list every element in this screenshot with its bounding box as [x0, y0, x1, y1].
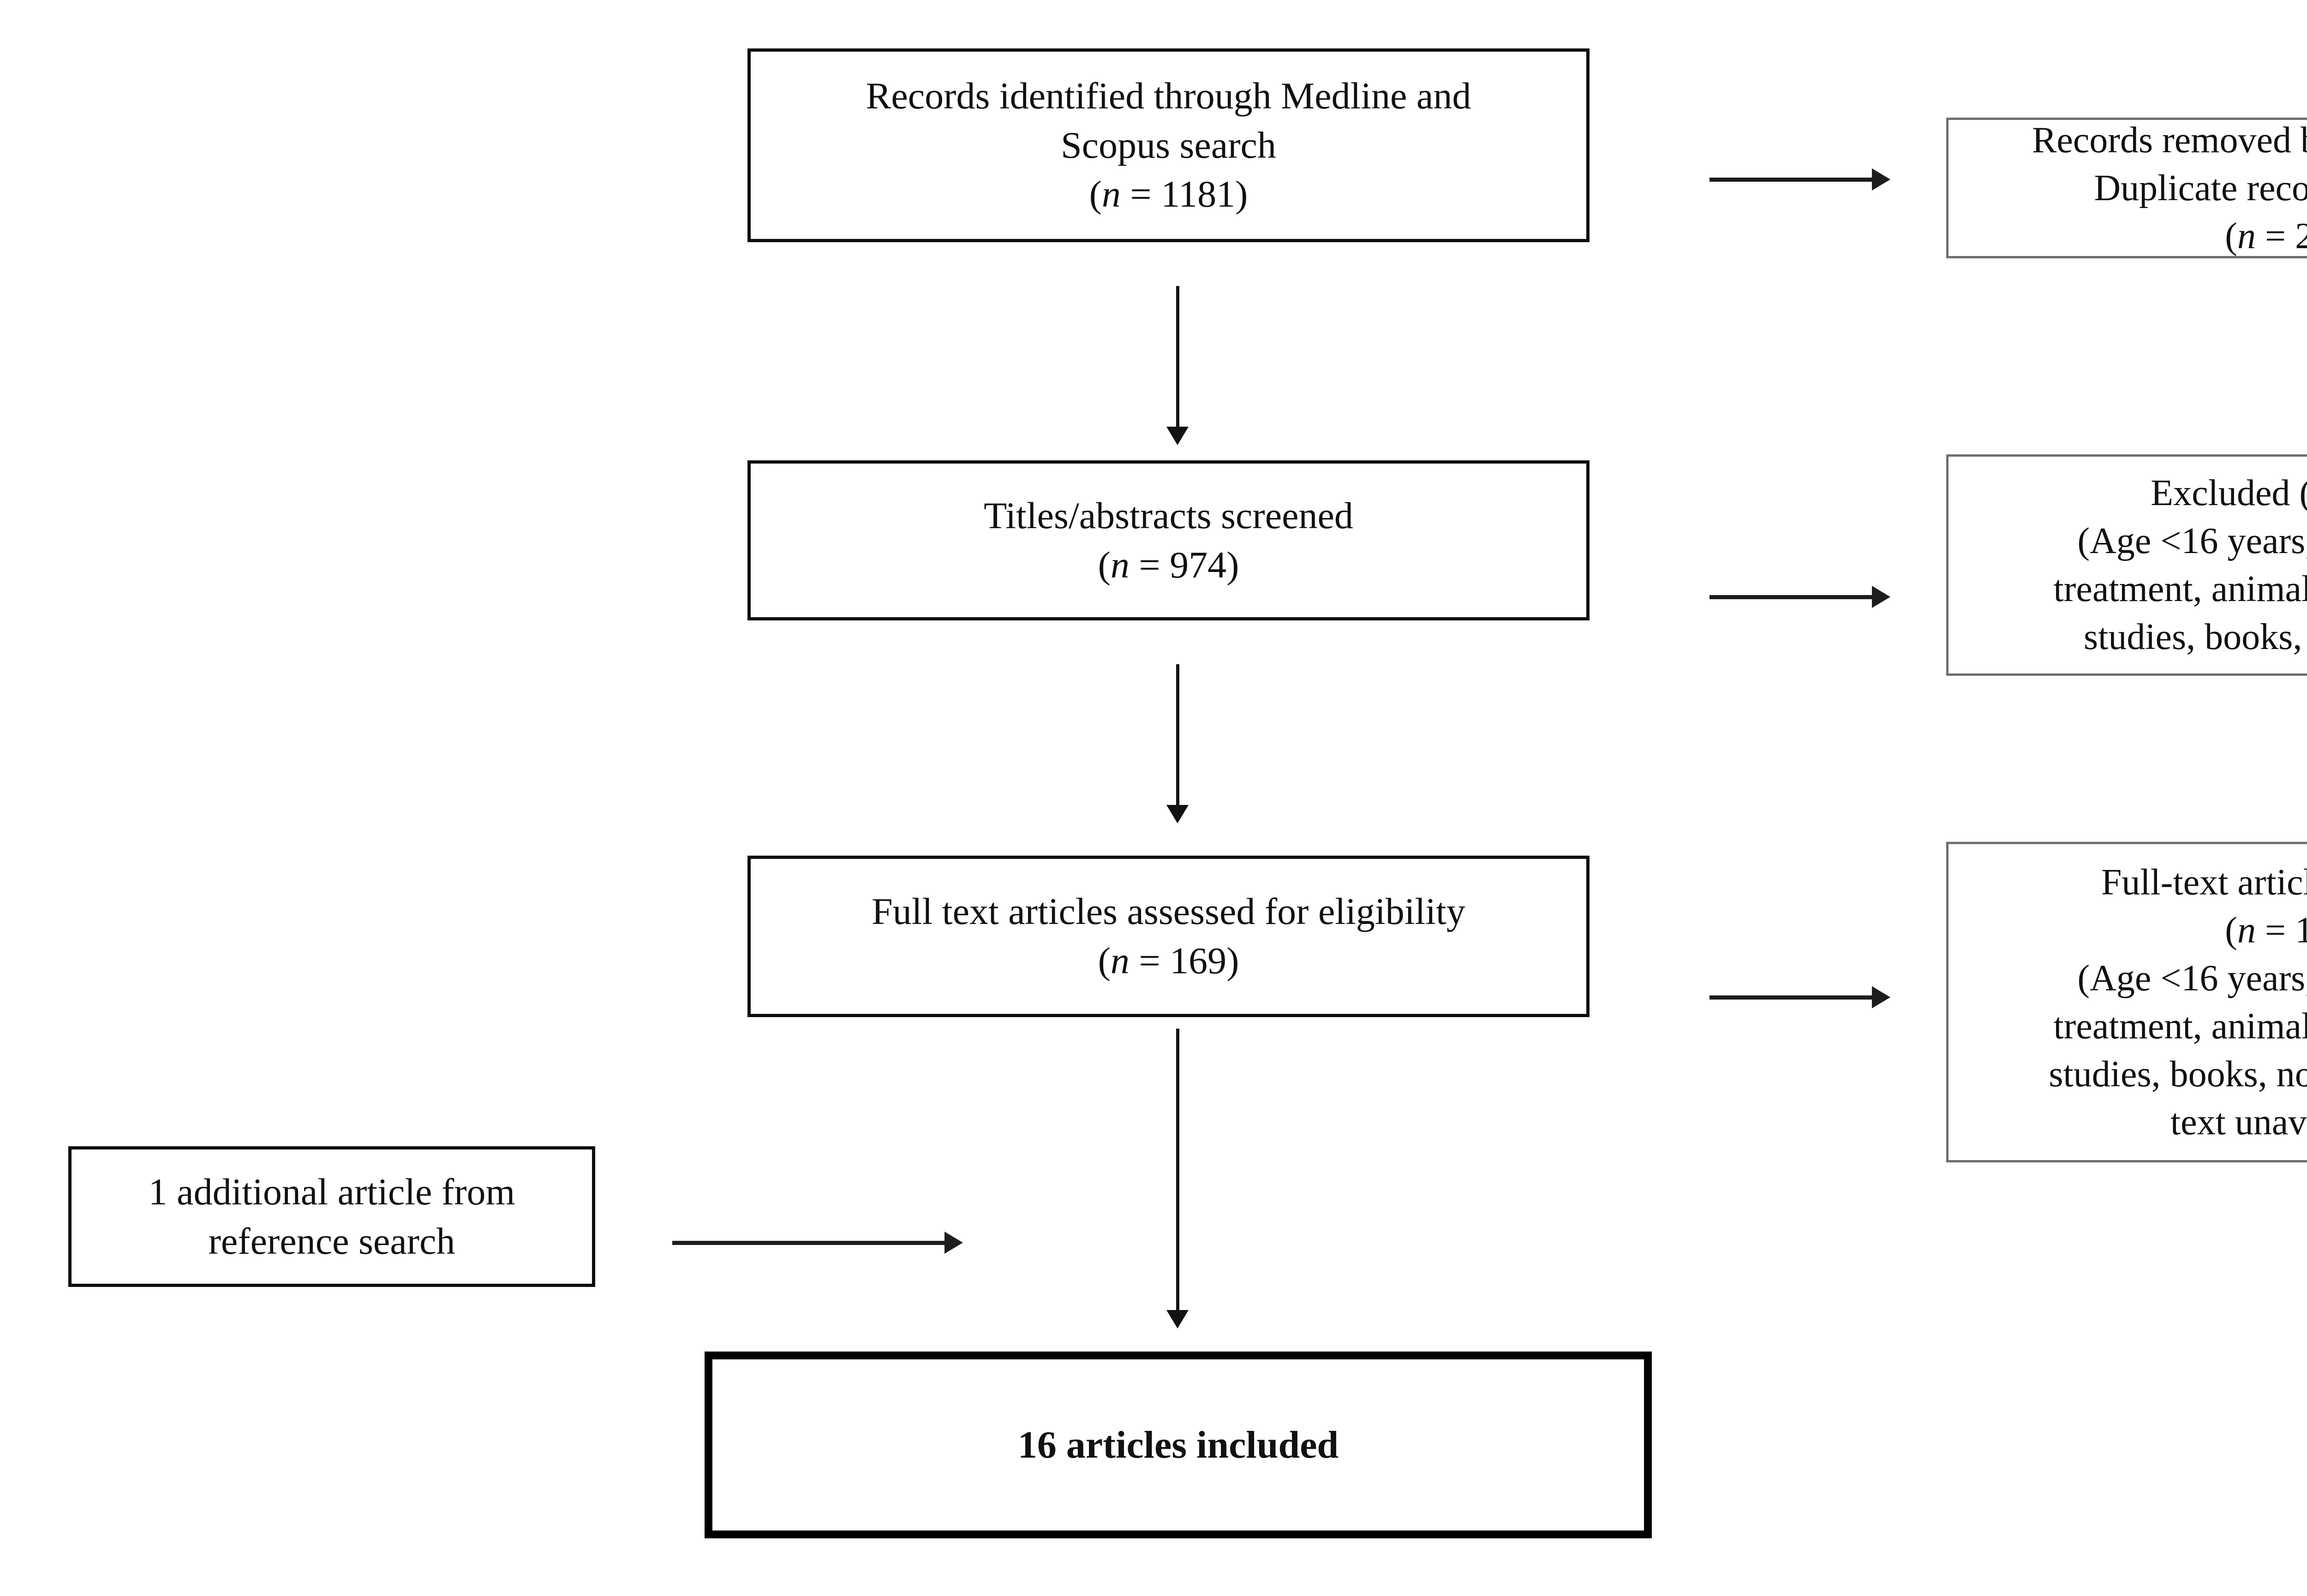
connector-eligibility-to-included-arrowhead [1166, 1310, 1189, 1328]
connector-identification-to-screened-line [1176, 286, 1179, 431]
connector-eligibility-to-included-line [1176, 1029, 1179, 1315]
connector-additional-to-included-line [672, 1241, 944, 1245]
node-records-removed-before-screening: Records removed before screening:Duplica… [1946, 118, 2307, 258]
connector-screened-to-eligibility-line [1176, 664, 1179, 810]
node-full-text-articles-excluded-reasons: (Age <16 years, conservative treatment, … [2049, 958, 2307, 1143]
connector-additional-to-included-arrowhead [944, 1232, 963, 1254]
connector-eligibility-to-fulltext-excluded-arrowhead [1872, 986, 1890, 1008]
connector-identification-to-duplicates-arrowhead [1872, 168, 1890, 191]
node-articles-included-text: 16 articles included [1017, 1423, 1339, 1466]
node-articles-included: 16 articles included [705, 1352, 1652, 1538]
connector-screened-to-excluded-line [1709, 595, 1872, 599]
node-titles-abstracts-screened: Titles/abstracts screened(n = 974) [747, 460, 1590, 620]
italic-n-symbol: n [1110, 543, 1130, 586]
node-full-text-articles-excluded: Full-text articles excluded(n = 154)(Age… [1946, 842, 2307, 1162]
node-full-text-assessed-text: Full text articles assessed for eligibil… [872, 890, 1465, 982]
node-records-removed-text: Records removed before screening:Duplica… [2032, 119, 2307, 256]
node-additional-article-text: 1 additional article from reference sear… [148, 1170, 515, 1262]
node-full-text-assessed: Full text articles assessed for eligibil… [747, 856, 1590, 1017]
connector-identification-to-screened-arrowhead [1166, 427, 1189, 445]
node-titles-abstracts-screened-text: Titles/abstracts screened(n = 974) [984, 494, 1353, 586]
node-full-text-articles-excluded-text: Full-text articles excluded(n = 154)(Age… [1948, 858, 2307, 1146]
node-additional-article-reference-search: 1 additional article from reference sear… [68, 1146, 595, 1287]
connector-identification-to-duplicates-line [1709, 178, 1872, 182]
node-records-excluded-text: Excluded (n = 805)(Age <16 years, conser… [1948, 469, 2307, 661]
connector-eligibility-to-fulltext-excluded-line [1709, 995, 1872, 1000]
italic-n-symbol: n [1110, 940, 1130, 982]
italic-n-symbol: n [2237, 910, 2256, 951]
node-records-excluded-reasons: (Age <16 years, conservative treatment, … [2053, 521, 2307, 657]
connector-screened-to-excluded-arrowhead [1872, 586, 1890, 608]
connector-screened-to-eligibility-arrowhead [1166, 805, 1189, 823]
node-records-excluded: Excluded (n = 805)(Age <16 years, conser… [1946, 454, 2307, 676]
italic-n-symbol: n [1101, 173, 1121, 215]
italic-n-symbol: n [2237, 215, 2256, 256]
